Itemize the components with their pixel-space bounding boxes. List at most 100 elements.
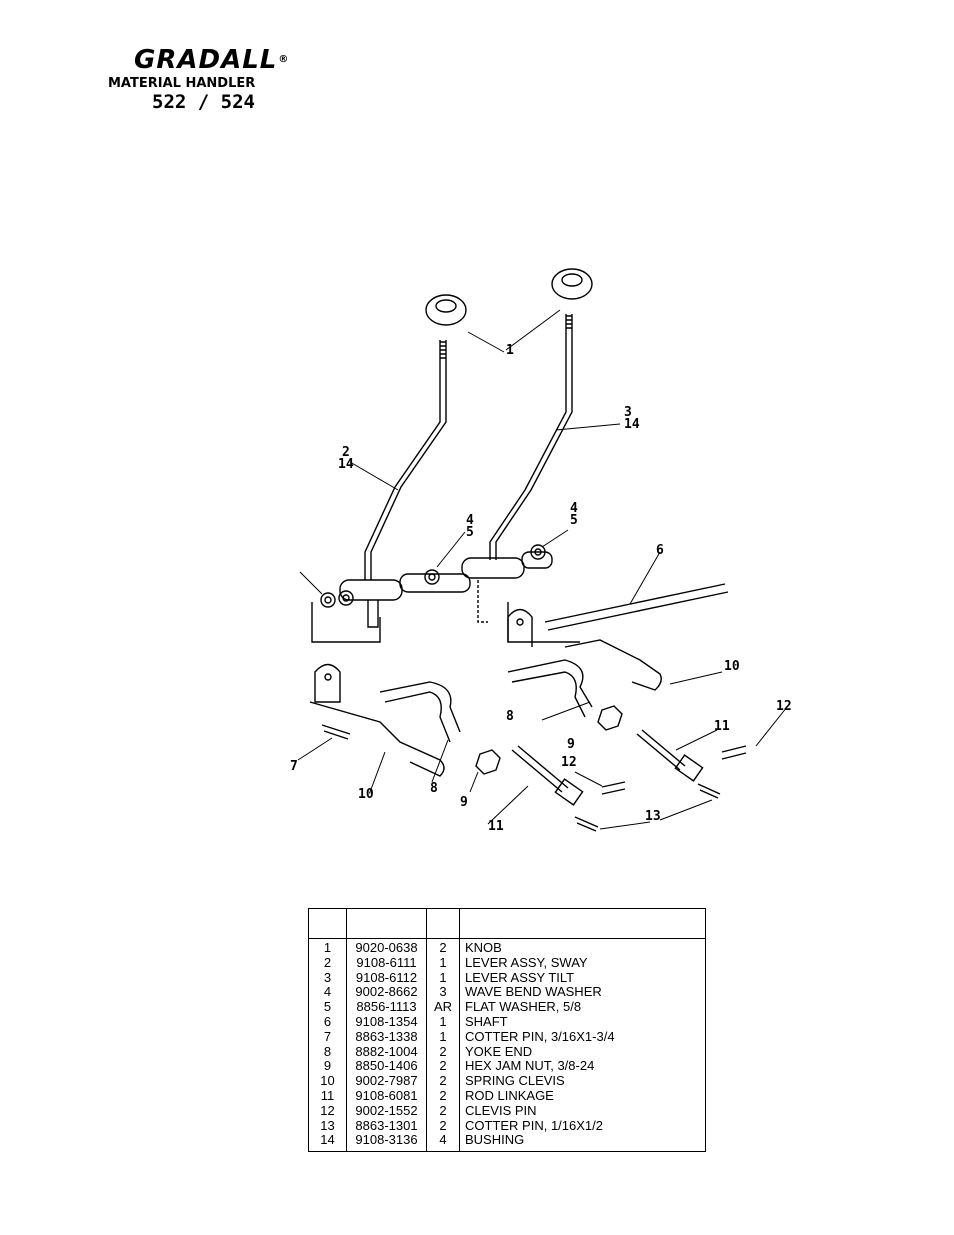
spring-clevis-left [309,701,445,777]
cotter-pin-left [574,816,599,832]
hex-nut-right [597,705,623,731]
callout-4-right: 4 [570,501,578,516]
rod-linkage-right [636,729,686,771]
callout-9-right: 9 [567,737,575,752]
callout-12-left: 12 [561,755,577,770]
part-number-cell: 8863-1301 [346,1118,427,1134]
description-cell: HEX JAM NUT, 3/8-24 [465,1058,595,1074]
knob-right [551,268,593,300]
parts-illustration: 1 2 14 3 14 4 5 4 5 6 7 8 9 10 8 9 10 11… [290,268,792,834]
quantity-cell: 3 [426,985,460,1001]
part-number-cell: 9108-3136 [346,1132,427,1152]
item-number-cell: 10 [308,1073,347,1089]
yoke-end-right [507,659,593,708]
item-number-cell: 1 [308,938,347,956]
item-number-cell: 3 [308,970,347,986]
callout-3: 3 [624,405,632,420]
hex-nut-left [475,749,501,775]
quantity-cell: 1 [426,970,460,986]
quantity-cell: 2 [426,938,460,956]
callout-11-right: 11 [714,719,730,734]
part-number-cell: 9108-1354 [346,1014,427,1030]
callout-4-left: 4 [466,513,474,528]
part-number-cell: 9002-8662 [346,985,427,1001]
brand-name: GRADALL® [134,45,290,75]
description-cell: KNOB [465,940,502,955]
description-cell: YOKE END [465,1043,533,1059]
callout-6: 6 [656,543,664,558]
callout-8-right: 8 [506,709,514,724]
callout-5-right: 5 [570,513,578,528]
callout-1: 1 [506,343,514,358]
description-cell: LEVER ASSY, SWAY [465,954,588,970]
description-cell: ROD LINKAGE [465,1087,554,1103]
tilt-lever-rod [489,314,567,560]
item-number-cell: 6 [308,1014,347,1030]
clevis-pin-left [601,781,626,795]
callout-labels: 1 2 14 3 14 4 5 4 5 6 7 8 9 10 8 9 10 11… [290,343,792,834]
item-number-cell: 7 [308,1029,347,1045]
description-cell: WAVE BEND WASHER [465,984,602,1000]
item-number-cell: 14 [308,1132,347,1152]
quantity-cell: 2 [426,1073,460,1089]
callout-13: 13 [645,809,661,824]
yoke-end-left [379,681,461,733]
quantity-cell: 1 [426,1029,460,1045]
description-cell: COTTER PIN, 3/16X1-3/4 [465,1028,615,1044]
header-quantity [426,908,460,939]
quantity-cell: 2 [426,1059,460,1075]
callout-9-left: 9 [460,795,468,810]
part-number-cell: 9108-6112 [346,970,427,986]
rod-linkage-left [511,745,569,793]
registered-mark: ® [278,54,290,65]
right-cross-tube [461,557,525,579]
quantity-cell: 2 [426,1103,460,1119]
part-number-cell: 9002-1552 [346,1103,427,1119]
callout-14-right: 14 [624,417,640,432]
quantity-cell: 2 [426,1044,460,1060]
callout-10-left: 10 [358,787,374,802]
description-cell: SHAFT [465,1013,508,1029]
quantity-cell: 1 [426,1014,460,1030]
callout-14-left: 14 [338,457,354,472]
item-number-cell: 8 [308,1044,347,1060]
callout-11-left: 11 [488,819,504,834]
callout-2: 2 [342,445,350,460]
item-number-cell: 4 [308,985,347,1001]
header-description [459,908,706,939]
quantity-cell: AR [426,999,460,1015]
knob-left [425,294,467,326]
part-number-cell: 8882-1004 [346,1044,427,1060]
cotter-pin-long [321,724,351,740]
item-number-cell: 13 [308,1118,347,1134]
callout-12-right: 12 [776,699,792,714]
header-item [308,908,347,939]
clevis-pin-right [721,745,747,760]
header-part-number [346,908,427,939]
spring-clevis-right [564,639,662,691]
callout-10-right: 10 [724,659,740,674]
exploded-parts-diagram: 1 2 14 3 14 4 5 4 5 6 7 8 9 10 8 9 10 11… [280,262,800,842]
part-number-cell: 9108-6081 [346,1088,427,1104]
item-number-cell: 9 [308,1059,347,1075]
quantity-cell: 2 [426,1088,460,1104]
part-number-cell: 9108-6111 [346,955,427,971]
part-number-cell: 8856-1113 [346,999,427,1015]
quantity-cell: 2 [426,1118,460,1134]
item-number-cell: 2 [308,955,347,971]
part-number-cell: 8863-1338 [346,1029,427,1045]
